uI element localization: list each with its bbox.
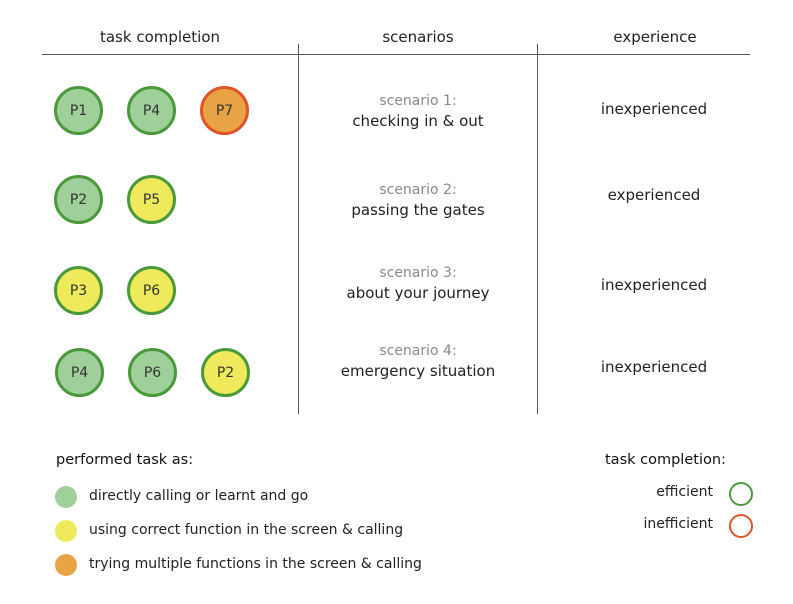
participant-circle: P6 [128, 348, 177, 397]
legend-label: directly calling or learnt and go [89, 488, 309, 504]
legend-label: using correct function in the screen & c… [89, 522, 404, 538]
scenario-name: emergency situation [340, 362, 496, 380]
legend-swatch [55, 486, 77, 508]
participant-circle: P3 [54, 266, 103, 315]
inefficient-ring-icon [729, 514, 753, 538]
scenario-cell: scenario 1: checking in & out [299, 92, 537, 131]
participant-circle: P7 [200, 86, 249, 135]
scenario-cell: scenario 4: emergency situation [299, 342, 537, 381]
scenario-cell: scenario 3: about your journey [299, 264, 537, 303]
scenario-name: passing the gates [351, 201, 485, 219]
header-task-completion: task completion [99, 28, 221, 46]
column-divider-left [298, 44, 299, 414]
participant-circle: P4 [55, 348, 104, 397]
legend-label: inefficient [643, 516, 713, 532]
legend-performed-title: performed task as: [56, 452, 194, 468]
scenario-name: checking in & out [352, 112, 484, 130]
efficient-ring-icon [729, 482, 753, 506]
legend-label: trying multiple functions in the screen … [89, 556, 422, 572]
participant-circle: P2 [54, 175, 103, 224]
scenario-title: scenario 3: [379, 265, 457, 281]
participant-circle: P2 [201, 348, 250, 397]
legend-swatch [55, 554, 77, 576]
scenario-title: scenario 4: [379, 343, 457, 359]
experience-value: inexperienced [600, 358, 708, 376]
participant-circle: P5 [127, 175, 176, 224]
scenario-title: scenario 2: [379, 182, 457, 198]
participant-circle: P6 [127, 266, 176, 315]
participant-circle: P4 [127, 86, 176, 135]
scenario-cell: scenario 2: passing the gates [299, 181, 537, 220]
experience-value: experienced [607, 186, 701, 204]
scenario-title: scenario 1: [379, 93, 457, 109]
experience-value: inexperienced [600, 100, 708, 118]
legend-swatch [55, 520, 77, 542]
legend-completion-title: task completion: [605, 452, 726, 468]
header-experience: experience [613, 28, 697, 46]
legend-label: efficient [656, 484, 713, 500]
scenario-name: about your journey [346, 284, 490, 302]
participant-circle: P1 [54, 86, 103, 135]
experience-value: inexperienced [600, 276, 708, 294]
column-divider-right [537, 44, 538, 414]
header-scenarios: scenarios [382, 28, 454, 46]
header-divider [42, 54, 750, 55]
